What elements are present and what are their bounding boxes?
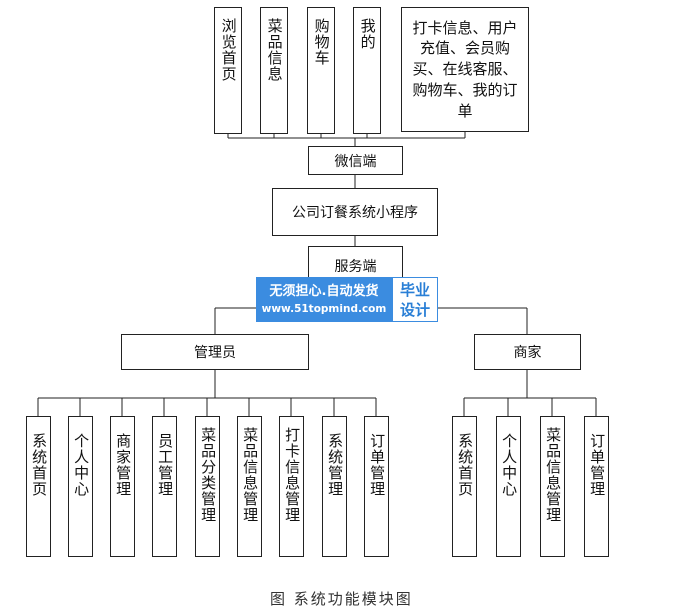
- merchant-module-personal-center: 个人中心: [496, 416, 521, 557]
- admin-node: 管理员: [121, 334, 309, 370]
- module-label: 订单管理: [368, 433, 387, 497]
- node-label: 管理员: [194, 345, 236, 361]
- module-label: 订单管理: [588, 433, 607, 497]
- admin-module-personal-center: 个人中心: [68, 416, 93, 557]
- watermark-banner: 无须担心.自动发货 www.51topmind.com 毕业设计: [256, 277, 438, 322]
- node-label: 公司订餐系统小程序: [292, 205, 418, 221]
- module-label: 打卡信息、用户充值、会员购买、在线客服、购物车、我的订单: [412, 18, 518, 120]
- admin-module-dish-info-management: 菜品信息管理: [237, 416, 262, 557]
- module-label: 我的: [358, 18, 377, 50]
- module-label: 系统管理: [326, 433, 345, 497]
- watermark-badge: 毕业设计: [392, 277, 438, 322]
- admin-module-dish-category-management: 菜品分类管理: [195, 416, 220, 557]
- module-label: 个人中心: [500, 433, 519, 497]
- wechat-module-dish-info: 菜品信息: [260, 7, 288, 134]
- module-label: 打卡信息管理: [283, 427, 302, 523]
- module-label: 菜品分类管理: [199, 427, 218, 523]
- module-label: 菜品信息管理: [241, 427, 260, 523]
- admin-module-order-management: 订单管理: [364, 416, 389, 557]
- module-label: 浏览首页: [219, 18, 238, 82]
- admin-module-home: 系统首页: [26, 416, 51, 557]
- module-label: 菜品信息: [265, 18, 284, 82]
- module-label: 系统首页: [30, 433, 49, 497]
- wechat-module-cart: 购物车: [307, 7, 335, 134]
- module-label: 员工管理: [156, 433, 175, 497]
- merchant-module-home: 系统首页: [452, 416, 477, 557]
- module-label: 系统首页: [456, 433, 475, 497]
- admin-module-checkin-management: 打卡信息管理: [279, 416, 304, 557]
- merchant-module-order-management: 订单管理: [584, 416, 609, 557]
- merchant-module-dish-info-management: 菜品信息管理: [540, 416, 565, 557]
- wechat-end-node: 微信端: [308, 146, 403, 175]
- node-label: 商家: [513, 345, 542, 361]
- watermark-slogan: 无须担心.自动发货: [269, 283, 379, 299]
- admin-module-merchant-management: 商家管理: [110, 416, 135, 557]
- module-label: 商家管理: [114, 433, 133, 497]
- node-label: 微信端: [334, 153, 377, 170]
- admin-module-system-management: 系统管理: [322, 416, 347, 557]
- node-label: 服务端: [334, 258, 377, 275]
- watermark-url: www.51topmind.com: [261, 302, 387, 315]
- wechat-module-browse-home: 浏览首页: [214, 7, 242, 134]
- root-system-node: 公司订餐系统小程序: [272, 188, 438, 236]
- merchant-node: 商家: [474, 334, 581, 370]
- module-label: 个人中心: [72, 433, 91, 497]
- module-label: 购物车: [312, 18, 331, 66]
- module-label: 菜品信息管理: [544, 427, 563, 523]
- wechat-module-other-features: 打卡信息、用户充值、会员购买、在线客服、购物车、我的订单: [401, 7, 529, 132]
- wechat-module-mine: 我的: [353, 7, 381, 134]
- admin-module-staff-management: 员工管理: [152, 416, 177, 557]
- figure-caption: 图 系统功能模块图: [270, 590, 413, 608]
- watermark-text-block: 无须担心.自动发货 www.51topmind.com: [256, 277, 392, 322]
